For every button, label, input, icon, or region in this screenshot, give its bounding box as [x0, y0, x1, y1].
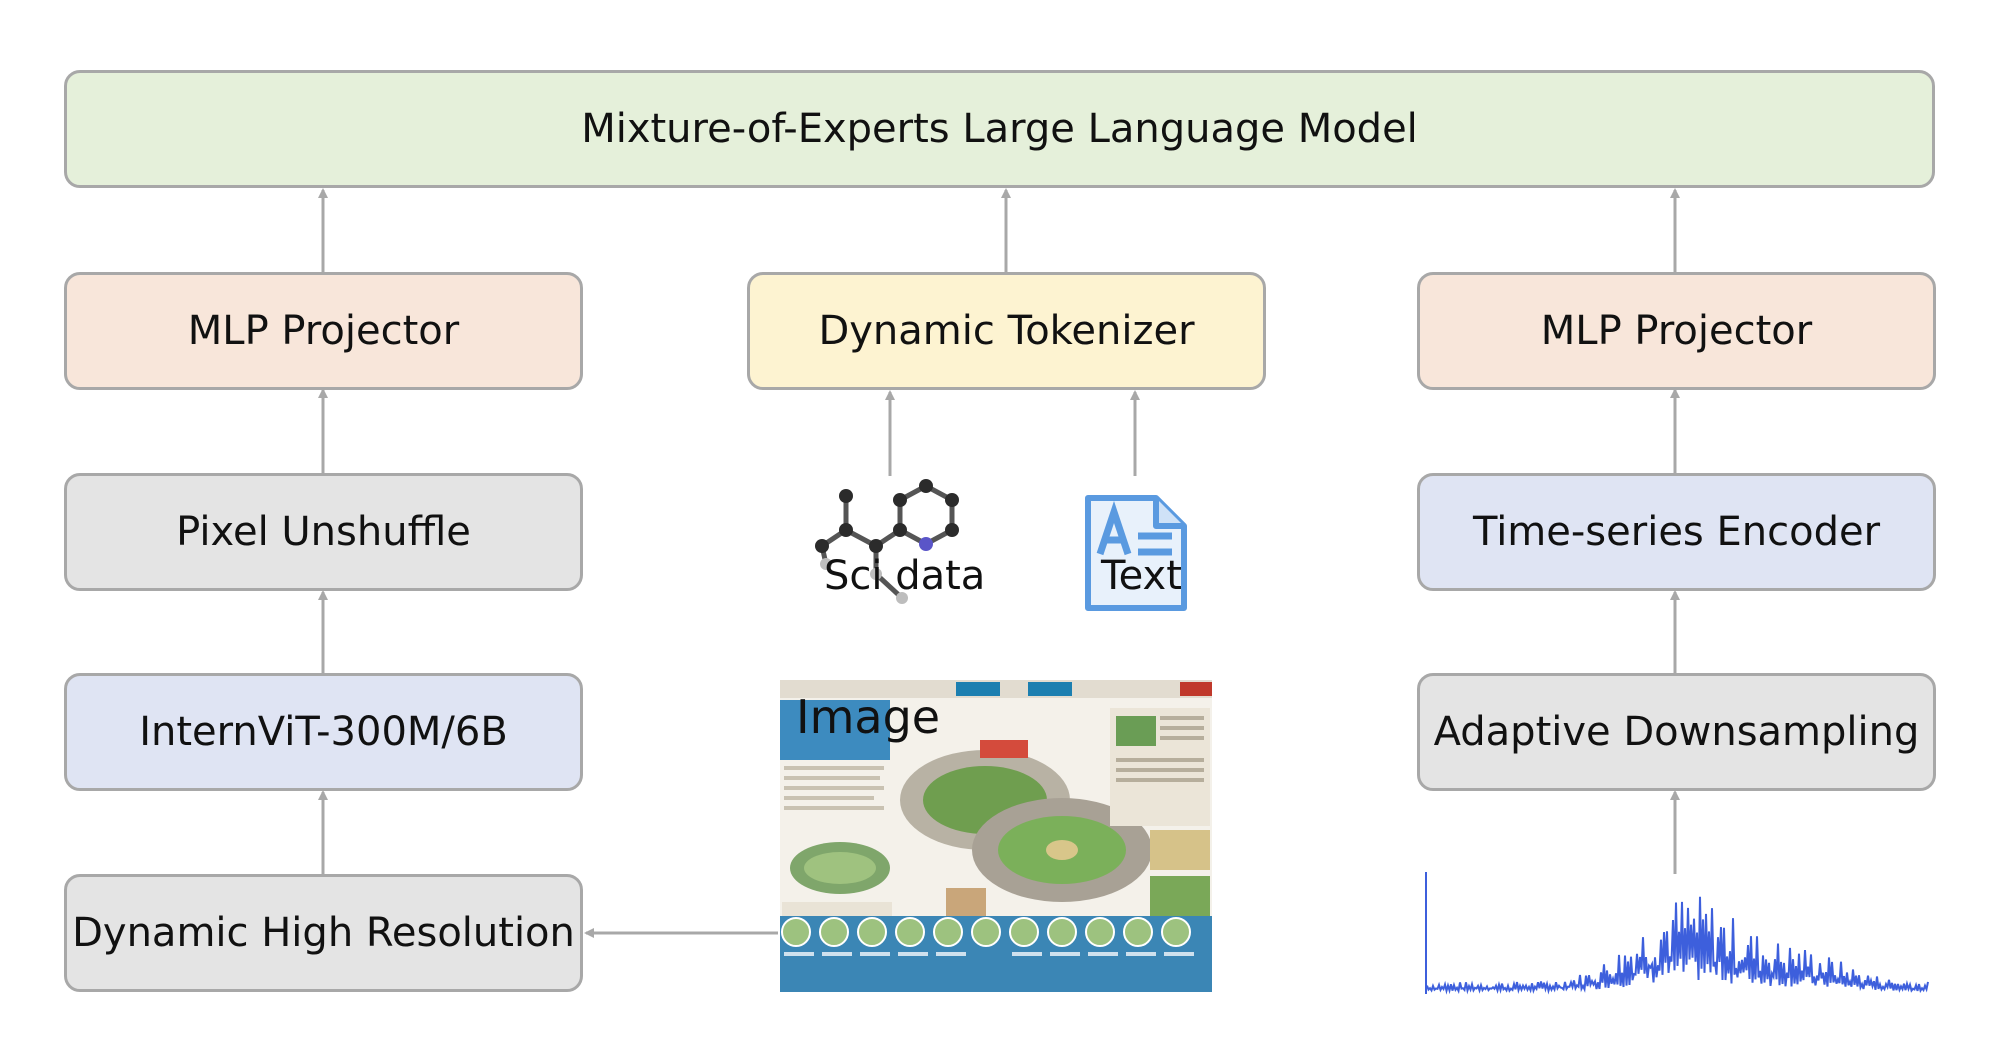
adaptive-downsampling-box: Adaptive Downsampling — [1417, 673, 1936, 791]
right-mlp-projector-box: MLP Projector — [1417, 272, 1936, 390]
dynamic-high-resolution-box: Dynamic High Resolution — [64, 874, 583, 992]
sci-data-label: Sci data — [824, 553, 986, 599]
text-document-icon — [1085, 495, 1187, 611]
text-label: Text — [1101, 553, 1182, 599]
pixel-unshuffle-label: Pixel Unshuffle — [176, 509, 471, 555]
llm-box: Mixture-of-Experts Large Language Model — [64, 70, 1935, 188]
time-series-waveform — [1425, 872, 1929, 995]
time-series-encoder-box: Time-series Encoder — [1417, 473, 1936, 591]
adaptive-downsampling-label: Adaptive Downsampling — [1433, 709, 1920, 755]
pixel-unshuffle-box: Pixel Unshuffle — [64, 473, 583, 591]
image-label: Image — [796, 690, 941, 744]
left-mlp-projector-box: MLP Projector — [64, 272, 583, 390]
dynamic-high-resolution-label: Dynamic High Resolution — [72, 910, 575, 956]
dynamic-tokenizer-box: Dynamic Tokenizer — [747, 272, 1266, 390]
dynamic-tokenizer-label: Dynamic Tokenizer — [818, 308, 1195, 354]
molecule-icon — [815, 479, 959, 604]
time-series-encoder-label: Time-series Encoder — [1472, 509, 1881, 555]
left-mlp-projector-label: MLP Projector — [187, 308, 460, 354]
poster-artwork — [780, 680, 1212, 992]
internvit-box: InternViT-300M/6B — [64, 673, 583, 791]
image-thumbnail — [780, 680, 1212, 992]
internvit-label: InternViT-300M/6B — [139, 709, 508, 755]
right-mlp-projector-label: MLP Projector — [1540, 308, 1813, 354]
llm-label: Mixture-of-Experts Large Language Model — [581, 106, 1418, 152]
